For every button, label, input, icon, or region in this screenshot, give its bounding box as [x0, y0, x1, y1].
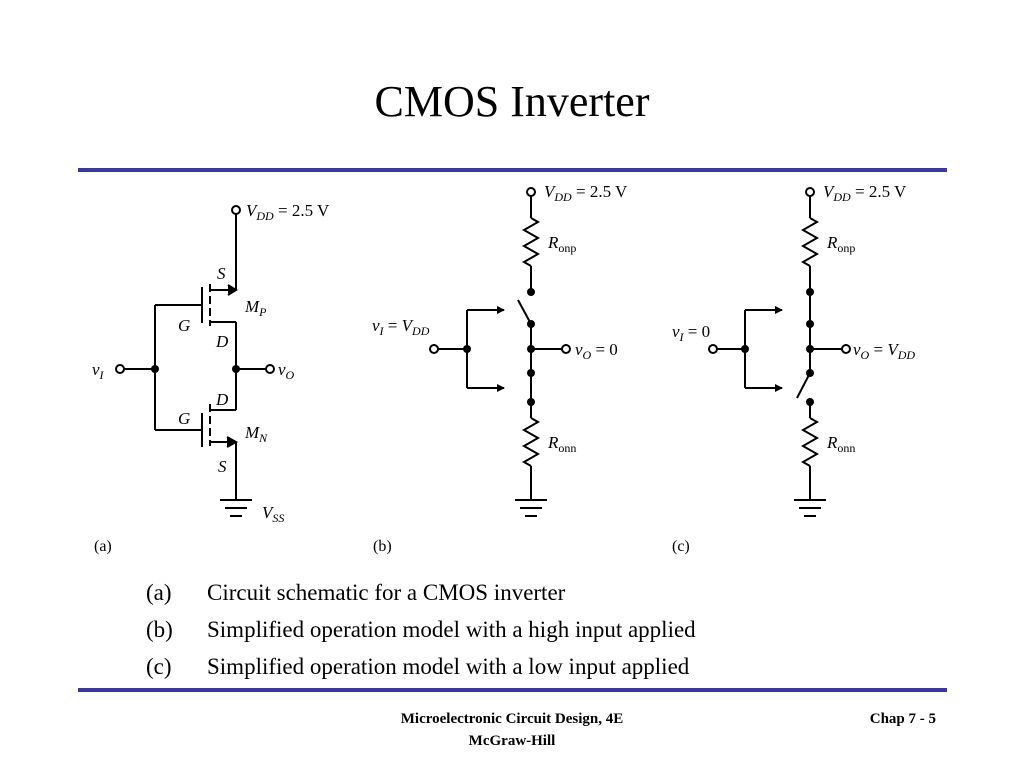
ground-symbol-b — [515, 499, 547, 517]
vo-label-b: vO = 0 — [575, 340, 618, 362]
figure-label-c: (c) — [672, 538, 690, 555]
caption-item: (a) Circuit schematic for a CMOS inverte… — [146, 574, 696, 611]
figure-label-b: (b) — [373, 538, 392, 555]
footer-book-info: Microelectronic Circuit Design, 4E McGra… — [300, 708, 724, 752]
ronn-label-c: Ronn — [826, 433, 855, 455]
caption-key: (b) — [146, 617, 173, 642]
ground-symbol-c — [794, 499, 826, 517]
footer-publisher: McGraw-Hill — [468, 733, 556, 749]
gate-label-nmos: G — [178, 409, 190, 428]
ground-symbol-a — [220, 499, 252, 517]
source-label-pmos: S — [217, 264, 226, 283]
caption-text: Circuit schematic for a CMOS inverter — [207, 580, 566, 605]
cmos-inverter-figure: VDD = 2.5 V S MP G D D G MN S vI vO VSS … — [92, 182, 915, 555]
figure-label-a: (a) — [94, 538, 112, 555]
switch-p-closed — [517, 299, 532, 325]
vdd-label-c: VDD = 2.5 V — [823, 182, 907, 204]
caption-list: (a) Circuit schematic for a CMOS inverte… — [146, 574, 696, 685]
output-node-dot-a — [232, 365, 240, 373]
vi-label-a: vI — [92, 360, 105, 382]
vdd-terminal-b — [526, 187, 536, 197]
vo-label-a: vO — [278, 360, 295, 382]
source-label-nmos: S — [218, 457, 227, 476]
vdd-label-a: VDD = 2.5 V — [246, 201, 330, 223]
vss-label: VSS — [262, 503, 284, 525]
footer-page-number: Chap 7 - 5 — [869, 711, 936, 727]
nmos-transistor — [201, 404, 239, 448]
input-terminal-c — [708, 344, 718, 354]
top-divider — [78, 168, 947, 172]
input-terminal-a — [115, 364, 125, 374]
vi-label-b: vI = VDD — [372, 316, 430, 338]
caption-item: (c) Simplified operation model with a lo… — [146, 648, 696, 685]
input-node-dot-a — [151, 365, 159, 373]
pmos-transistor — [201, 284, 238, 326]
vdd-label-b: VDD = 2.5 V — [544, 182, 628, 204]
resistor-ronp-c — [800, 217, 820, 267]
output-terminal-b — [561, 344, 571, 354]
vdd-terminal-c — [805, 187, 815, 197]
output-terminal-c — [841, 344, 851, 354]
slide-title: CMOS Inverter — [374, 77, 650, 126]
footer-book-title: Microelectronic Circuit Design, 4E — [400, 711, 624, 727]
circuit-b-model — [429, 187, 571, 517]
vo-label-c: vO = VDD — [853, 340, 915, 362]
resistor-ronn-c — [800, 417, 820, 467]
resistor-ronn-b — [521, 417, 541, 467]
vi-label-c: vI = 0 — [672, 322, 710, 344]
caption-key: (a) — [146, 580, 172, 605]
drain-label-pmos: D — [215, 332, 229, 351]
caption-item: (b) Simplified operation model with a hi… — [146, 611, 696, 648]
resistor-ronp-b — [521, 217, 541, 267]
input-terminal-b — [429, 344, 439, 354]
ronp-label-b: Ronp — [547, 233, 576, 255]
circuit-c-model — [708, 187, 851, 517]
node-dots-b — [463, 288, 535, 406]
drain-label-nmos: D — [215, 390, 229, 409]
ronp-label-c: Ronp — [826, 233, 855, 255]
gate-label-pmos: G — [178, 316, 190, 335]
node-dots-c — [741, 288, 814, 406]
caption-text: Simplified operation model with a low in… — [207, 654, 690, 679]
mp-label: MP — [244, 297, 267, 319]
mn-label: MN — [244, 423, 268, 445]
circuit-a-schematic — [115, 205, 275, 517]
vdd-terminal-a — [231, 205, 241, 290]
caption-text: Simplified operation model with a high i… — [207, 617, 696, 642]
caption-key: (c) — [146, 654, 172, 679]
ronn-label-b: Ronn — [547, 433, 576, 455]
bottom-divider — [78, 688, 947, 692]
switch-n-open — [796, 372, 811, 399]
output-terminal-a — [265, 364, 275, 374]
